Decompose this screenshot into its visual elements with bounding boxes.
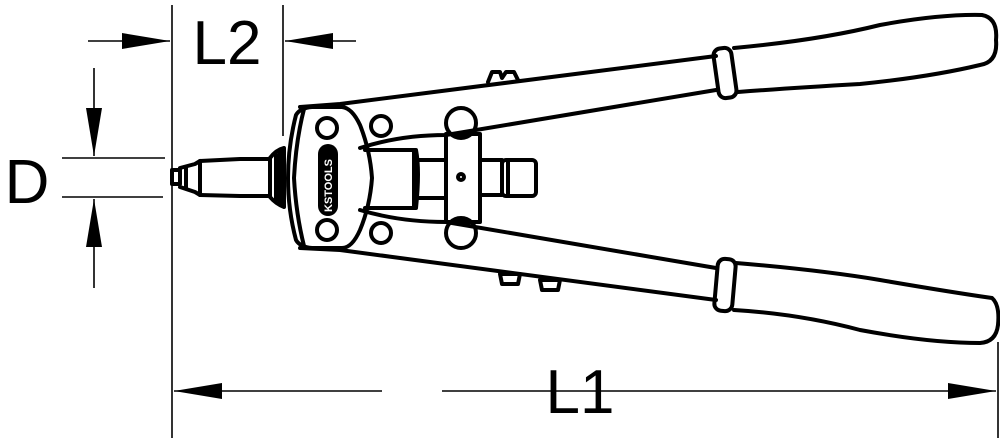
adjust-screw-icon (486, 70, 520, 84)
pivot-pin-icon (444, 216, 478, 250)
d-top-arrowhead-icon (86, 108, 102, 156)
pivot-hole-icon (369, 114, 393, 138)
body-mandrel (363, 106, 538, 250)
rivet-hole-icon (315, 116, 339, 140)
upper-handle (298, 12, 999, 150)
adjust-nut-icon (498, 272, 522, 286)
nose-piece (170, 146, 286, 209)
lower-grip (732, 261, 1000, 345)
pivot-pin-icon (444, 106, 478, 140)
l1-label: L1 (546, 358, 615, 427)
center-dot-icon (456, 172, 466, 182)
brand-logo (318, 144, 338, 216)
adjust-nut-icon (538, 278, 562, 292)
dimension-l1: L1 (174, 342, 999, 438)
dimension-d: D (5, 68, 165, 288)
brand-logo-text: KSTOOLS (323, 159, 335, 212)
l1-left-arrowhead-icon (174, 383, 222, 399)
l1-right-arrowhead-icon (948, 383, 996, 399)
dimension-l2: L2 (88, 5, 356, 438)
handle-ring (711, 45, 739, 101)
upper-grip (732, 12, 999, 94)
l2-label: L2 (193, 9, 262, 78)
head-plate: KSTOOLS (286, 105, 374, 250)
handle-ring (712, 256, 738, 314)
d-label: D (5, 148, 50, 217)
d-bottom-arrowhead-icon (86, 199, 102, 247)
pivot-hole-icon (369, 221, 393, 245)
rivet-hole-icon (315, 218, 339, 242)
l2-left-arrowhead-icon (122, 33, 170, 49)
lower-handle (298, 208, 1000, 345)
l2-right-arrowhead-icon (285, 33, 333, 49)
